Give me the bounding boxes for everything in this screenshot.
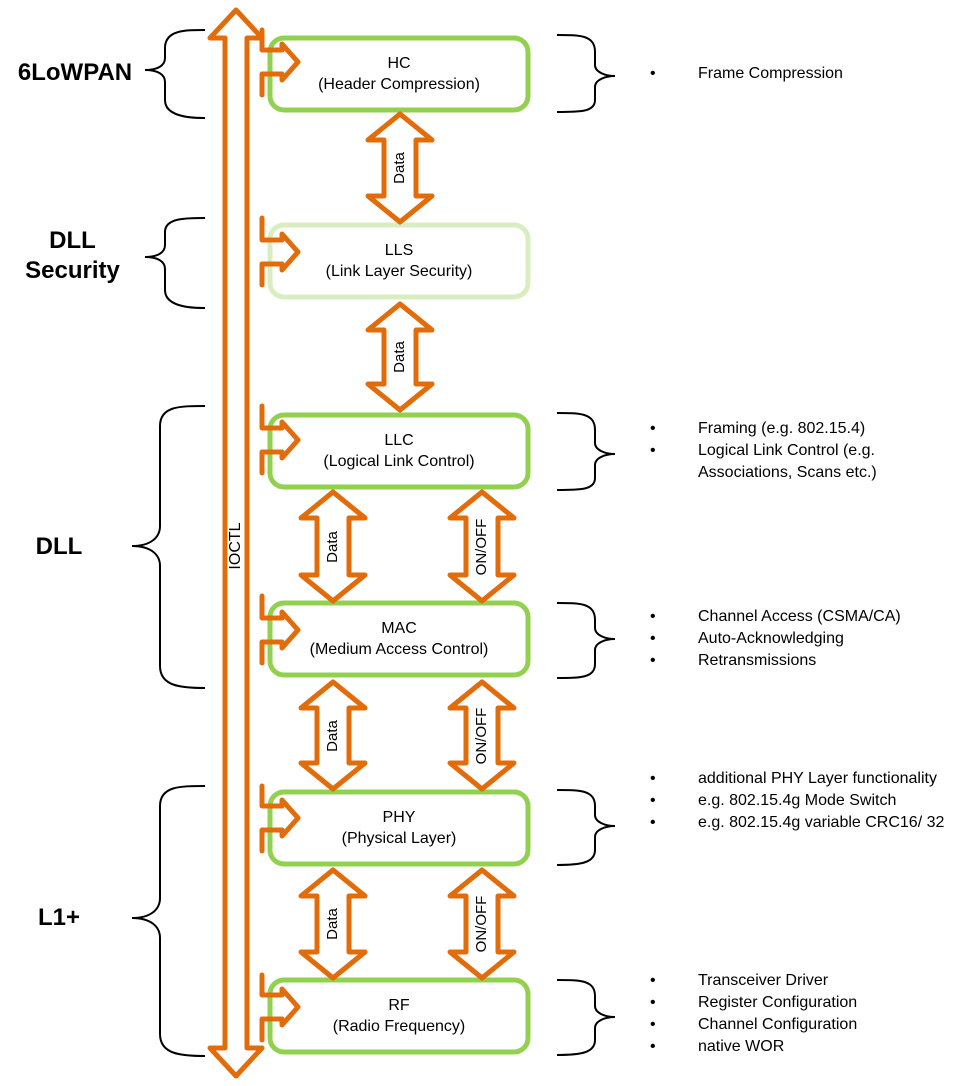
description-item: Logical Link Control (e.g. Associations,…	[648, 440, 928, 484]
group-label-dll-security-line2: Security	[25, 257, 120, 284]
onoff-arrow-mac-phy	[447, 679, 517, 792]
description-item: native WOR	[648, 1036, 948, 1058]
brace-mac-desc	[556, 602, 616, 679]
brace-rf-desc	[556, 979, 616, 1056]
data-arrow-llc-mac	[298, 489, 368, 604]
ioctl-branch-hc	[259, 27, 301, 98]
onoff-label-llc-mac: ON/OFF	[473, 518, 490, 576]
description-list-rf: Transceiver Driver Register Configuratio…	[648, 970, 948, 1058]
ioctl-branch-mac	[259, 593, 301, 666]
layer-mac: MAC (Medium Access Control)	[270, 618, 528, 660]
brace-phy-desc	[556, 789, 616, 866]
layer-rf-subtitle: (Radio Frequency)	[332, 1018, 466, 1035]
data-arrow-hc-lls	[365, 111, 435, 225]
description-item: Framing (e.g. 802.15.4)	[648, 418, 928, 440]
description-list-phy: additional PHY Layer functionality e.g. …	[648, 768, 948, 834]
layer-hc-subtitle: (Header Compression)	[318, 76, 480, 93]
description-list-mac: Channel Access (CSMA/CA) Auto-Acknowledg…	[648, 606, 958, 672]
brace-dll-security	[144, 217, 206, 309]
layer-llc-subtitle: (Logical Link Control)	[323, 453, 475, 470]
layer-rf-title: RF	[388, 997, 410, 1014]
description-item: e.g. 802.15.4g variable CRC16/ 32	[648, 812, 948, 834]
description-item: Retransmissions	[648, 650, 958, 672]
layer-mac-subtitle: (Medium Access Control)	[309, 641, 489, 658]
description-list-llc: Framing (e.g. 802.15.4) Logical Link Con…	[648, 418, 928, 484]
description-item: e.g. 802.15.4g Mode Switch	[648, 790, 948, 812]
data-arrow-lls-llc	[365, 301, 435, 413]
data-label-llc-mac: Data	[324, 531, 341, 563]
onoff-label-mac-phy: ON/OFF	[473, 707, 490, 765]
layer-hc-title: HC	[387, 55, 411, 72]
layer-box-lls	[267, 222, 531, 300]
ioctl-branch-phy	[259, 783, 301, 854]
data-label-phy-rf: Data	[324, 908, 341, 940]
ioctl-arrow	[207, 7, 265, 1079]
ioctl-branch-llc	[259, 403, 301, 476]
description-list-hc: Frame Compression	[648, 63, 948, 85]
description-item: Transceiver Driver	[648, 970, 948, 992]
brace-llc-desc	[556, 412, 616, 491]
description-item: Auto-Acknowledging	[648, 628, 958, 650]
layer-mac-title: MAC	[381, 620, 417, 637]
ioctl-branch-rf	[259, 972, 301, 1043]
layer-phy-title: PHY	[382, 809, 416, 826]
data-label-lls-llc: Data	[391, 341, 408, 373]
layer-phy-subtitle: (Physical Layer)	[341, 830, 457, 847]
brace-6lowpan	[144, 29, 206, 119]
layer-phy: PHY (Physical Layer)	[270, 807, 528, 849]
layer-box-rf	[267, 977, 531, 1055]
description-item: Channel Access (CSMA/CA)	[648, 606, 958, 628]
data-arrow-phy-rf	[298, 867, 368, 981]
layer-lls: LLS (Link Layer Security)	[270, 240, 528, 282]
layer-lls-title: LLS	[384, 242, 414, 259]
data-label-mac-phy: Data	[324, 720, 341, 752]
group-label-dll: DLL	[35, 533, 83, 560]
brace-hc-desc	[556, 34, 616, 113]
description-item: additional PHY Layer functionality	[648, 768, 948, 790]
ioctl-branches	[259, 27, 301, 1043]
ioctl-branch-lls	[259, 215, 301, 288]
group-label-dll-security: DLL Security	[0, 226, 145, 286]
description-item: Register Configuration	[648, 992, 948, 1014]
ioctl-label: IOCTL	[227, 522, 244, 570]
data-label-hc-lls: Data	[391, 152, 408, 184]
onoff-label-phy-rf: ON/OFF	[473, 895, 490, 953]
group-label-6lowpan: 6LoWPAN	[17, 59, 133, 86]
group-label-dll-security-line1: DLL	[49, 227, 96, 254]
layer-llc: LLC (Logical Link Control)	[270, 430, 528, 472]
layer-hc: HC (Header Compression)	[270, 53, 528, 95]
brace-dll	[131, 405, 206, 689]
onoff-arrow-llc-mac	[447, 489, 517, 604]
layer-lls-subtitle: (Link Layer Security)	[325, 263, 473, 280]
description-item: Channel Configuration	[648, 1014, 948, 1036]
layer-rf: RF (Radio Frequency)	[270, 995, 528, 1037]
description-item: Frame Compression	[648, 63, 948, 85]
brace-l1	[131, 785, 206, 1057]
layer-llc-title: LLC	[384, 432, 414, 449]
data-arrow-mac-phy	[298, 679, 368, 792]
onoff-arrow-phy-rf	[447, 867, 517, 981]
group-label-l1: L1+	[37, 904, 81, 931]
layer-box-mac	[267, 600, 531, 678]
